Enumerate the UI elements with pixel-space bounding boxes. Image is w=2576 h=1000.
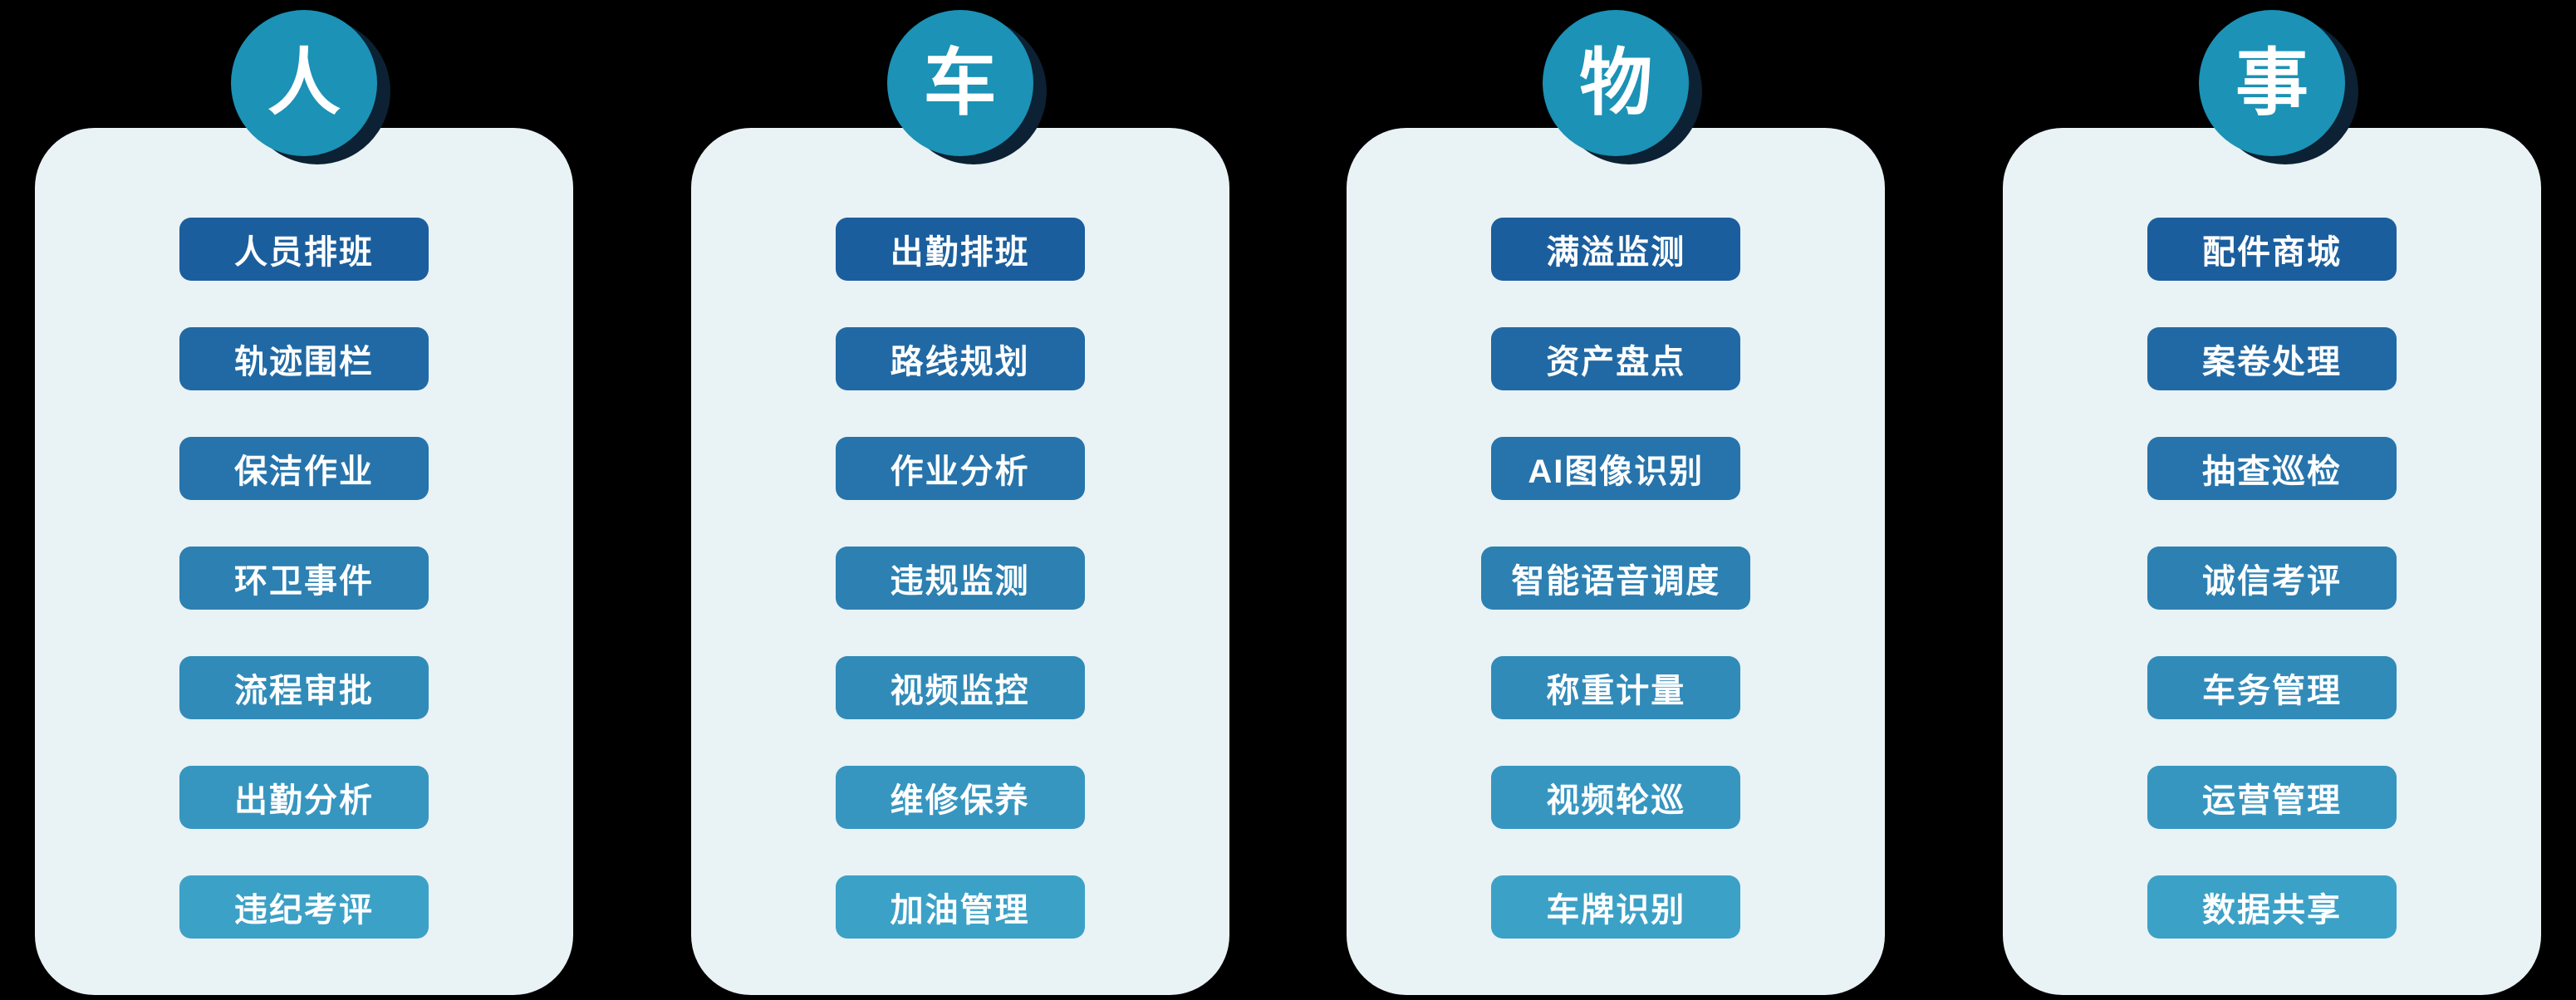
- pill-item: 视频轮巡: [1491, 766, 1741, 829]
- column-people: 人 人员排班 轨迹围栏 保洁作业 环卫事件 流程审批 出勤分析 违纪考评: [35, 0, 573, 1000]
- pill-item: 保洁作业: [179, 437, 429, 500]
- pill-item: 加油管理: [835, 875, 1085, 939]
- column-things: 物 满溢监测 资产盘点 AI图像识别 智能语音调度 称重计量 视频轮巡 车牌识别: [1347, 0, 1886, 1000]
- pill-item: 视频监控: [835, 656, 1085, 719]
- pill-item: 配件商城: [2147, 218, 2397, 281]
- pill-item: 车牌识别: [1491, 875, 1741, 939]
- pill-item: 人员排班: [179, 218, 429, 281]
- pill-item: AI图像识别: [1491, 437, 1741, 500]
- pill-item: 案卷处理: [2147, 327, 2397, 390]
- badge-label: 物: [1543, 10, 1690, 156]
- pill-item: 抽查巡检: [2147, 437, 2397, 500]
- card-vehicle: 出勤排班 路线规划 作业分析 违规监测 视频监控 维修保养 加油管理: [690, 128, 1229, 995]
- pill-item: 违纪考评: [179, 875, 429, 939]
- column-affairs: 事 配件商城 案卷处理 抽查巡检 诚信考评 车务管理 运营管理 数据共享: [2002, 0, 2541, 1000]
- pill-item: 流程审批: [179, 656, 429, 719]
- pill-item: 路线规划: [835, 327, 1085, 390]
- pill-item: 数据共享: [2147, 875, 2397, 939]
- badge-affairs: 事: [2198, 10, 2358, 164]
- column-vehicle: 车 出勤排班 路线规划 作业分析 违规监测 视频监控 维修保养 加油管理: [690, 0, 1229, 1000]
- pill-item: 诚信考评: [2147, 547, 2397, 610]
- pill-item: 智能语音调度: [1481, 547, 1751, 610]
- pill-item: 运营管理: [2147, 766, 2397, 829]
- badge-people: 人: [231, 10, 390, 164]
- card-things: 满溢监测 资产盘点 AI图像识别 智能语音调度 称重计量 视频轮巡 车牌识别: [1347, 128, 1886, 995]
- card-people: 人员排班 轨迹围栏 保洁作业 环卫事件 流程审批 出勤分析 违纪考评: [35, 128, 573, 995]
- badge-label: 人: [231, 10, 377, 156]
- pill-item: 环卫事件: [179, 547, 429, 610]
- badge-vehicle: 车: [886, 10, 1047, 164]
- pill-item: 出勤排班: [835, 218, 1085, 281]
- pill-item: 违规监测: [835, 547, 1085, 610]
- pill-item: 满溢监测: [1491, 218, 1741, 281]
- pill-item: 维修保养: [835, 766, 1085, 829]
- badge-label: 车: [886, 10, 1033, 156]
- pill-item: 资产盘点: [1491, 327, 1741, 390]
- pill-item: 称重计量: [1491, 656, 1741, 719]
- badge-label: 事: [2198, 10, 2345, 156]
- pill-item: 车务管理: [2147, 656, 2397, 719]
- card-affairs: 配件商城 案卷处理 抽查巡检 诚信考评 车务管理 运营管理 数据共享: [2002, 128, 2541, 995]
- badge-things: 物: [1543, 10, 1703, 164]
- pill-item: 轨迹围栏: [179, 327, 429, 390]
- pill-item: 出勤分析: [179, 766, 429, 829]
- pill-item: 作业分析: [835, 437, 1085, 500]
